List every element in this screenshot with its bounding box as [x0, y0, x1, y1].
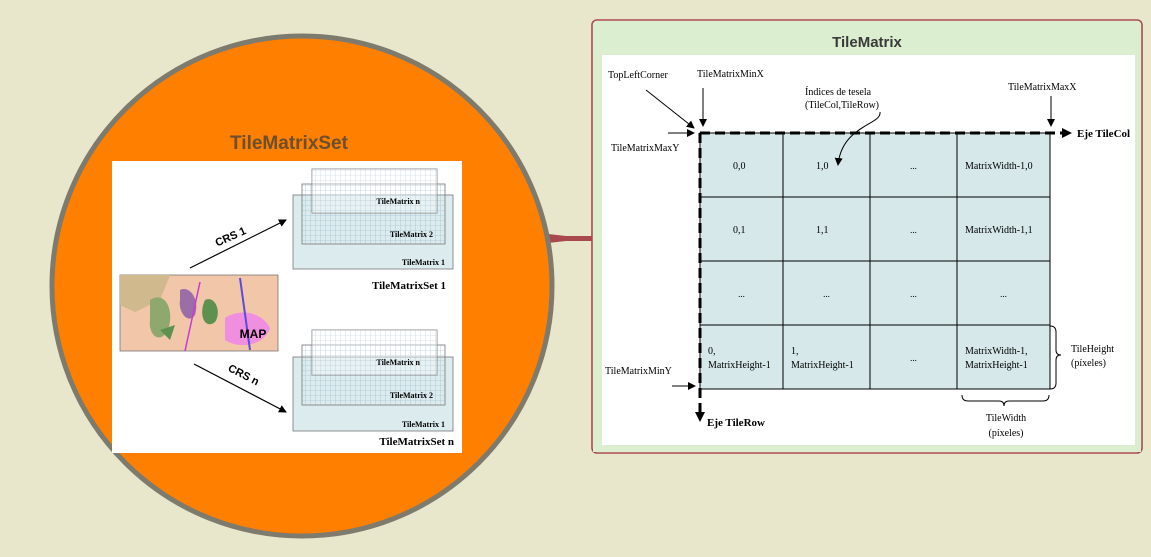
- tile-cell-label: ...: [738, 289, 745, 299]
- axis-col-arrowhead: [1062, 128, 1072, 138]
- axis-col-label: Eje TileCol: [1077, 128, 1130, 140]
- min-y-label: TileMatrixMinY: [605, 366, 672, 377]
- top-left-corner-label: TopLeftCorner: [608, 70, 669, 81]
- tile-cell-label: ...: [823, 289, 830, 299]
- tile-cell-label: 1,: [791, 346, 799, 357]
- map-label: MAP: [240, 327, 267, 341]
- connector: [548, 234, 592, 243]
- top-left-corner-arrow: [645, 89, 695, 129]
- tile-cell-label: ...: [910, 225, 917, 235]
- tile-height-label-2: (píxeles): [1071, 358, 1106, 369]
- crs-top-arrow: [189, 219, 287, 269]
- min-x-label: TileMatrixMinX: [697, 69, 765, 80]
- tile-cell-label: 0,1: [733, 225, 746, 236]
- tile-cell-label: MatrixWidth-1,1: [965, 225, 1033, 236]
- bottom-set-caption: TileMatrixSet n: [379, 436, 454, 448]
- tile-cell-label: ...: [910, 289, 917, 299]
- tile-cell-label: MatrixHeight-1: [965, 360, 1028, 371]
- tile-cell-label: 1,0: [816, 161, 829, 172]
- tile-cell-label: MatrixWidth-1,0: [965, 161, 1033, 172]
- tile-cell: [869, 260, 958, 326]
- top-layer-1: TileMatrix 1: [402, 258, 445, 267]
- tile-cell: [956, 132, 1051, 198]
- top-layer-2: TileMatrix 2: [390, 230, 433, 239]
- max-y-label: TileMatrixMaxY: [611, 143, 680, 154]
- top-set-caption: TileMatrixSet 1: [372, 280, 446, 292]
- crs-bottom-arrow: [193, 363, 287, 413]
- bottom-layer-1: TileMatrix 1: [402, 420, 445, 429]
- indices-label-line1: Índices de tesela: [805, 86, 872, 98]
- tile-cell-label: 0,: [708, 346, 716, 357]
- tile-cell-label: MatrixWidth-1,: [965, 346, 1028, 357]
- max-x-label: TileMatrixMaxX: [1008, 82, 1077, 93]
- bottom-layer-n: TileMatrix n: [376, 358, 420, 367]
- map-thumbnail: [119, 274, 279, 352]
- tile-height-label-1: TileHeight: [1071, 344, 1114, 355]
- tile-cell: [782, 260, 871, 326]
- tile-cell-label: MatrixHeight-1: [791, 360, 854, 371]
- tile-cell: [782, 196, 871, 262]
- indices-arrow: [834, 111, 881, 166]
- axis-row-label: Eje TileRow: [707, 417, 765, 429]
- axis-row-arrowhead: [695, 412, 705, 422]
- tilematrixset-title: TileMatrixSet: [230, 133, 349, 154]
- tile-cell-label: MatrixHeight-1: [708, 360, 771, 371]
- tile-cell-label: ...: [910, 161, 917, 171]
- tile-cell: [782, 132, 871, 198]
- tilematrix-stack-bottom: [292, 329, 454, 432]
- tile-width-label-2: (píxeles): [989, 428, 1024, 439]
- tile-cell: [956, 196, 1051, 262]
- bottom-layer-2: TileMatrix 2: [390, 391, 433, 400]
- tile-cell: [782, 324, 871, 390]
- top-layer-n: TileMatrix n: [376, 197, 420, 206]
- tile-cell: [699, 132, 784, 198]
- tile-cell: [699, 324, 784, 390]
- indices-label-line2: (TileCol,TileRow): [805, 100, 879, 111]
- tile-grid: 0,0 1,0... MatrixWidth-1,0 0,1 1,1... MatrixW…: [699, 132, 1051, 390]
- tilematrix-stack-top: [292, 168, 454, 270]
- tile-cell: [956, 324, 1051, 390]
- tile-cell: [699, 260, 784, 326]
- tile-cell-label: ...: [1000, 289, 1007, 299]
- tilematrix-panel-header: [593, 21, 1141, 55]
- tile-cell: [869, 196, 958, 262]
- tile-cell: [869, 324, 958, 390]
- tile-width-label-1: TileWidth: [986, 413, 1026, 424]
- tile-cell-label: ...: [910, 353, 917, 363]
- tile-cell-label: 1,1: [816, 225, 829, 236]
- tile-height-brace: [1049, 325, 1062, 390]
- tilematrix-panel-border-strip: [593, 55, 602, 452]
- tile-cell-label: 0,0: [733, 161, 746, 172]
- tilematrix-title: TileMatrix: [832, 34, 902, 51]
- tile-width-brace: [961, 394, 1050, 407]
- tile-cell: [869, 132, 958, 198]
